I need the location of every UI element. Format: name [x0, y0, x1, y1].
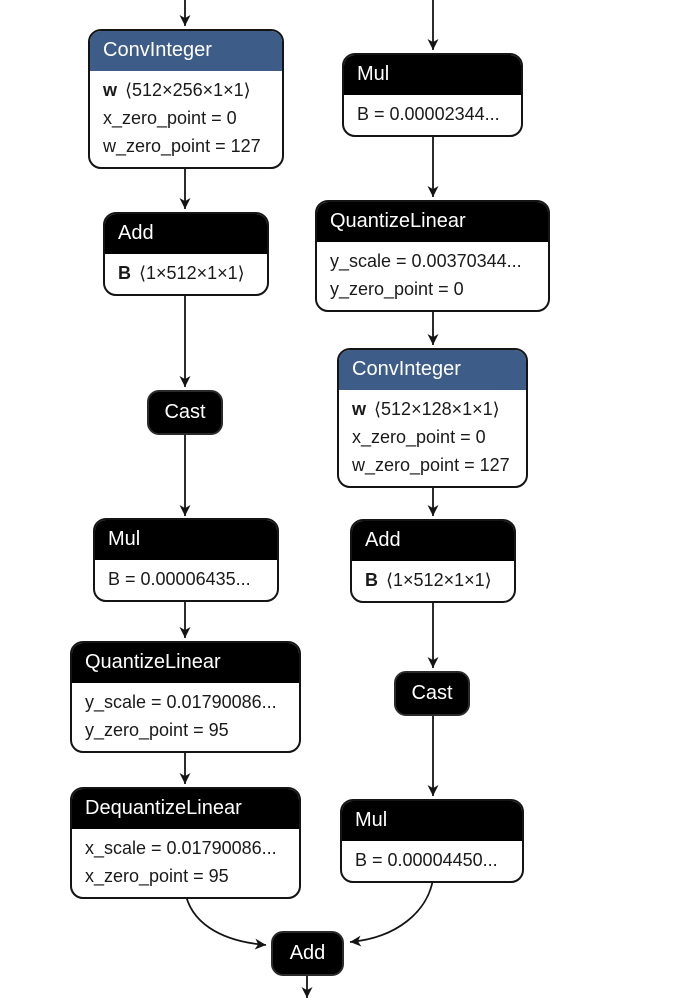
node-title: QuantizeLinear: [330, 210, 466, 232]
node-convinteger-1-body: w ⟨512×256×1×1⟩ x_zero_point = 0 w_zero_p…: [90, 71, 282, 167]
node-convinteger-1[interactable]: ConvInteger w ⟨512×256×1×1⟩ x_zero_point …: [88, 29, 284, 169]
node-quantizelinear-2-header: QuantizeLinear: [317, 202, 548, 242]
attr-value: x_zero_point = 0: [103, 108, 237, 128]
node-title: Add: [118, 222, 154, 244]
node-mul-1[interactable]: Mul B = 0.00006435...: [93, 518, 279, 602]
node-quantizelinear-1-header: QuantizeLinear: [72, 643, 299, 683]
node-add-1-header: Add: [105, 214, 267, 254]
attr-line: y_scale = 0.01790086...: [85, 688, 286, 716]
attr-value: x_scale = 0.01790086...: [85, 838, 277, 858]
node-title: QuantizeLinear: [85, 651, 221, 673]
node-title: Mul: [355, 809, 388, 831]
node-add-1-body: B ⟨1×512×1×1⟩: [105, 254, 267, 294]
attr-line: w ⟨512×256×1×1⟩: [103, 76, 269, 104]
node-mul-1-header: Mul: [95, 520, 277, 560]
node-title: Cast: [164, 401, 206, 423]
attr-line: x_scale = 0.01790086...: [85, 834, 286, 862]
attr-value: ⟨512×128×1×1⟩: [374, 399, 500, 419]
node-dequantizelinear-1[interactable]: DequantizeLinear x_scale = 0.01790086...…: [70, 787, 301, 899]
node-convinteger-2-header: ConvInteger: [339, 350, 526, 390]
node-dequantizelinear-1-body: x_scale = 0.01790086... x_zero_point = 9…: [72, 829, 299, 897]
attr-name: B: [118, 263, 131, 283]
edge-mul-3-to-add-3: [349, 878, 434, 947]
attr-line: B = 0.00004450...: [355, 846, 509, 874]
attr-value: x_zero_point = 95: [85, 866, 229, 886]
node-quantizelinear-1-body: y_scale = 0.01790086... y_zero_point = 9…: [72, 683, 299, 751]
node-add-2-header: Add: [352, 521, 514, 561]
node-convinteger-2[interactable]: ConvInteger w ⟨512×128×1×1⟩ x_zero_point …: [337, 348, 528, 488]
edge-dequantizelinear-1-to-add-3: [184, 890, 267, 950]
attr-line: B ⟨1×512×1×1⟩: [118, 259, 254, 287]
node-title: ConvInteger: [103, 39, 212, 61]
node-quantizelinear-2-body: y_scale = 0.00370344... y_zero_point = 0: [317, 242, 548, 310]
attr-value: y_zero_point = 95: [85, 720, 229, 740]
attr-line: y_zero_point = 95: [85, 716, 286, 744]
attr-value: B = 0.00002344...: [357, 104, 500, 124]
attr-value: ⟨1×512×1×1⟩: [386, 570, 492, 590]
node-title: ConvInteger: [352, 358, 461, 380]
attr-line: w ⟨512×128×1×1⟩: [352, 395, 513, 423]
attr-line: x_zero_point = 95: [85, 862, 286, 890]
node-add-3[interactable]: Add: [271, 931, 344, 976]
node-title: Add: [365, 529, 401, 551]
attr-value: w_zero_point = 127: [103, 136, 261, 156]
node-cast-1[interactable]: Cast: [147, 390, 223, 435]
attr-value: y_scale = 0.01790086...: [85, 692, 277, 712]
attr-line: y_scale = 0.00370344...: [330, 247, 535, 275]
attr-line: y_zero_point = 0: [330, 275, 535, 303]
node-dequantizelinear-1-header: DequantizeLinear: [72, 789, 299, 829]
attr-name: w: [352, 399, 367, 419]
attr-value: y_zero_point = 0: [330, 279, 464, 299]
node-title: Mul: [108, 528, 141, 550]
attr-line: x_zero_point = 0: [352, 423, 513, 451]
attr-line: w_zero_point = 127: [103, 132, 269, 160]
attr-value: x_zero_point = 0: [352, 427, 486, 447]
node-mul-3[interactable]: Mul B = 0.00004450...: [340, 799, 524, 883]
attr-name: B: [365, 570, 378, 590]
node-cast-2[interactable]: Cast: [394, 671, 470, 716]
node-mul-3-body: B = 0.00004450...: [342, 841, 522, 881]
attr-line: B = 0.00002344...: [357, 100, 508, 128]
node-convinteger-2-body: w ⟨512×128×1×1⟩ x_zero_point = 0 w_zero_p…: [339, 390, 526, 486]
attr-line: x_zero_point = 0: [103, 104, 269, 132]
attr-value: ⟨512×256×1×1⟩: [125, 80, 251, 100]
attr-line: w_zero_point = 127: [352, 451, 513, 479]
node-title: Add: [289, 942, 326, 964]
node-mul-2-header: Mul: [344, 55, 521, 95]
attr-value: ⟨1×512×1×1⟩: [139, 263, 245, 283]
node-quantizelinear-2[interactable]: QuantizeLinear y_scale = 0.00370344... y…: [315, 200, 550, 312]
attr-value: y_scale = 0.00370344...: [330, 251, 522, 271]
node-quantizelinear-1[interactable]: QuantizeLinear y_scale = 0.01790086... y…: [70, 641, 301, 753]
node-add-2[interactable]: Add B ⟨1×512×1×1⟩: [350, 519, 516, 603]
attr-name: w: [103, 80, 118, 100]
node-convinteger-1-header: ConvInteger: [90, 31, 282, 71]
node-title: Mul: [357, 63, 390, 85]
node-add-2-body: B ⟨1×512×1×1⟩: [352, 561, 514, 601]
node-mul-1-body: B = 0.00006435...: [95, 560, 277, 600]
attr-line: B ⟨1×512×1×1⟩: [365, 566, 501, 594]
node-title: DequantizeLinear: [85, 797, 242, 819]
node-mul-2[interactable]: Mul B = 0.00002344...: [342, 53, 523, 137]
node-add-1[interactable]: Add B ⟨1×512×1×1⟩: [103, 212, 269, 296]
attr-line: B = 0.00006435...: [108, 565, 264, 593]
node-title: Cast: [411, 682, 453, 704]
node-mul-3-header: Mul: [342, 801, 522, 841]
attr-value: B = 0.00004450...: [355, 850, 498, 870]
node-mul-2-body: B = 0.00002344...: [344, 95, 521, 135]
attr-value: w_zero_point = 127: [352, 455, 510, 475]
attr-value: B = 0.00006435...: [108, 569, 251, 589]
